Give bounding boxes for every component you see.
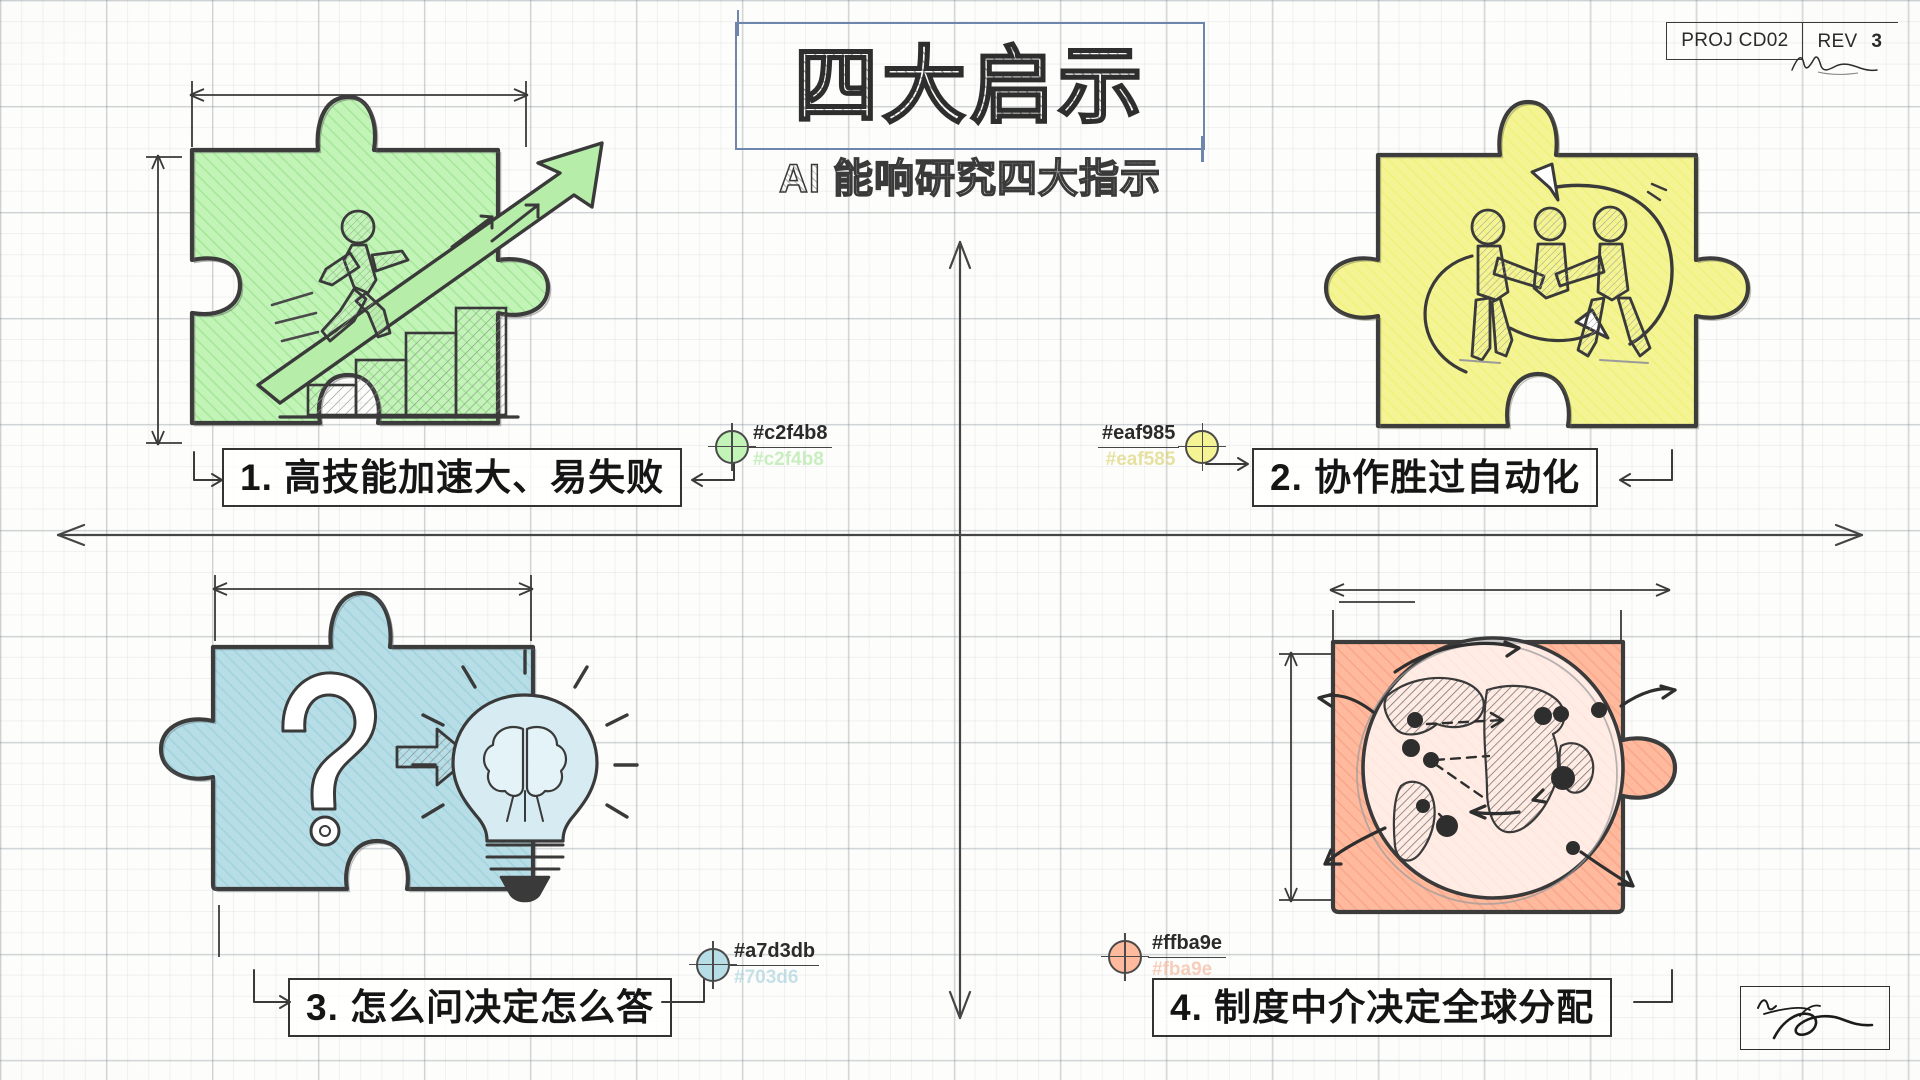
revision-label: REV — [1802, 22, 1864, 60]
revision-number: 3 — [1863, 22, 1898, 60]
quadrant-2-color-swatch[interactable]: #eaf985 #eaf585 — [1098, 422, 1227, 471]
page-title: 四大启示 — [793, 39, 1146, 133]
quadrant-4-top-dimension — [1329, 583, 1671, 597]
quadrant-2-illustration — [1300, 60, 1752, 430]
signature-icon — [1757, 999, 1874, 1040]
quadrant-4-caption-right-connector — [1633, 969, 1673, 1003]
quadrant-1-caption: 1. 高技能加速大、易失败 — [222, 448, 683, 508]
swatch-hex-label: #a7d3db — [730, 940, 820, 966]
swatch-hex-label: #eaf985 — [1098, 422, 1180, 448]
title-block: 四大启示 四大启示 — [735, 10, 1205, 162]
quadrant-3-caption-left-arrow — [253, 969, 291, 1009]
quadrant-4-caption: 4. 制度中介决定全球分配 — [1152, 978, 1613, 1038]
quadrant-3-caption-text: 3. 怎么问决定怎么答 — [306, 987, 655, 1028]
page-title-hatch-fill: 四大启示 — [735, 22, 1205, 150]
swatch-dot-salmon — [1101, 932, 1149, 981]
quadrant-4-illustration — [1279, 601, 1765, 970]
title-frame — [735, 10, 1205, 162]
project-code: PROJ CD02 — [1666, 22, 1803, 60]
quadrant-2-caption-text: 2. 协作胜过自动化 — [1270, 457, 1581, 498]
quadrant-1-caption-left-arrow — [193, 451, 223, 487]
quadrant-3-caption: 3. 怎么问决定怎么答 — [288, 978, 673, 1038]
page-subtitle-hatch-fill: AI 能响研究四大指示 — [735, 158, 1205, 200]
quadrant-1-illustration — [146, 81, 604, 446]
swatch-hex-ghost: #fba9e — [1152, 959, 1213, 980]
swatch-hex-label: #ffba9e — [1148, 932, 1227, 958]
quadrant-2-caption: 2. 协作胜过自动化 — [1252, 448, 1599, 508]
swatch-dot-yellow — [1178, 422, 1227, 471]
swatch-hex-ghost: #c2f4b8 — [753, 449, 824, 470]
quadrant-4-caption-text: 4. 制度中介决定全球分配 — [1170, 987, 1595, 1028]
swatch-dot-green — [708, 422, 756, 471]
quadrant-1-color-swatch[interactable]: #c2f4b8 #c2f4b8 — [708, 422, 832, 471]
swatch-dot-blue — [689, 940, 737, 989]
stamp-initials-signature-icon — [1791, 56, 1878, 75]
quadrant-2-caption-right-arrow — [1619, 449, 1673, 487]
vertical-axis — [948, 240, 972, 1020]
swatch-hex-ghost: #703d6 — [734, 967, 799, 988]
revision-stamp: PROJ CD02 REV 3 — [1666, 22, 1898, 60]
swatch-hex-ghost: #eaf585 — [1105, 449, 1176, 470]
swatch-hex-label: #c2f4b8 — [749, 422, 832, 448]
quadrant-3-caption-right-connector — [661, 969, 705, 1003]
signature-box — [1740, 986, 1890, 1050]
quadrant-3-color-swatch[interactable]: #a7d3db #703d6 — [689, 940, 820, 989]
quadrant-4-color-swatch[interactable]: #ffba9e #fba9e — [1101, 932, 1227, 981]
quadrant-1-caption-text: 1. 高技能加速大、易失败 — [240, 457, 665, 498]
page-subtitle: AI 能响研究四大指示 — [778, 157, 1162, 201]
quadrant-3-illustration — [135, 575, 639, 957]
